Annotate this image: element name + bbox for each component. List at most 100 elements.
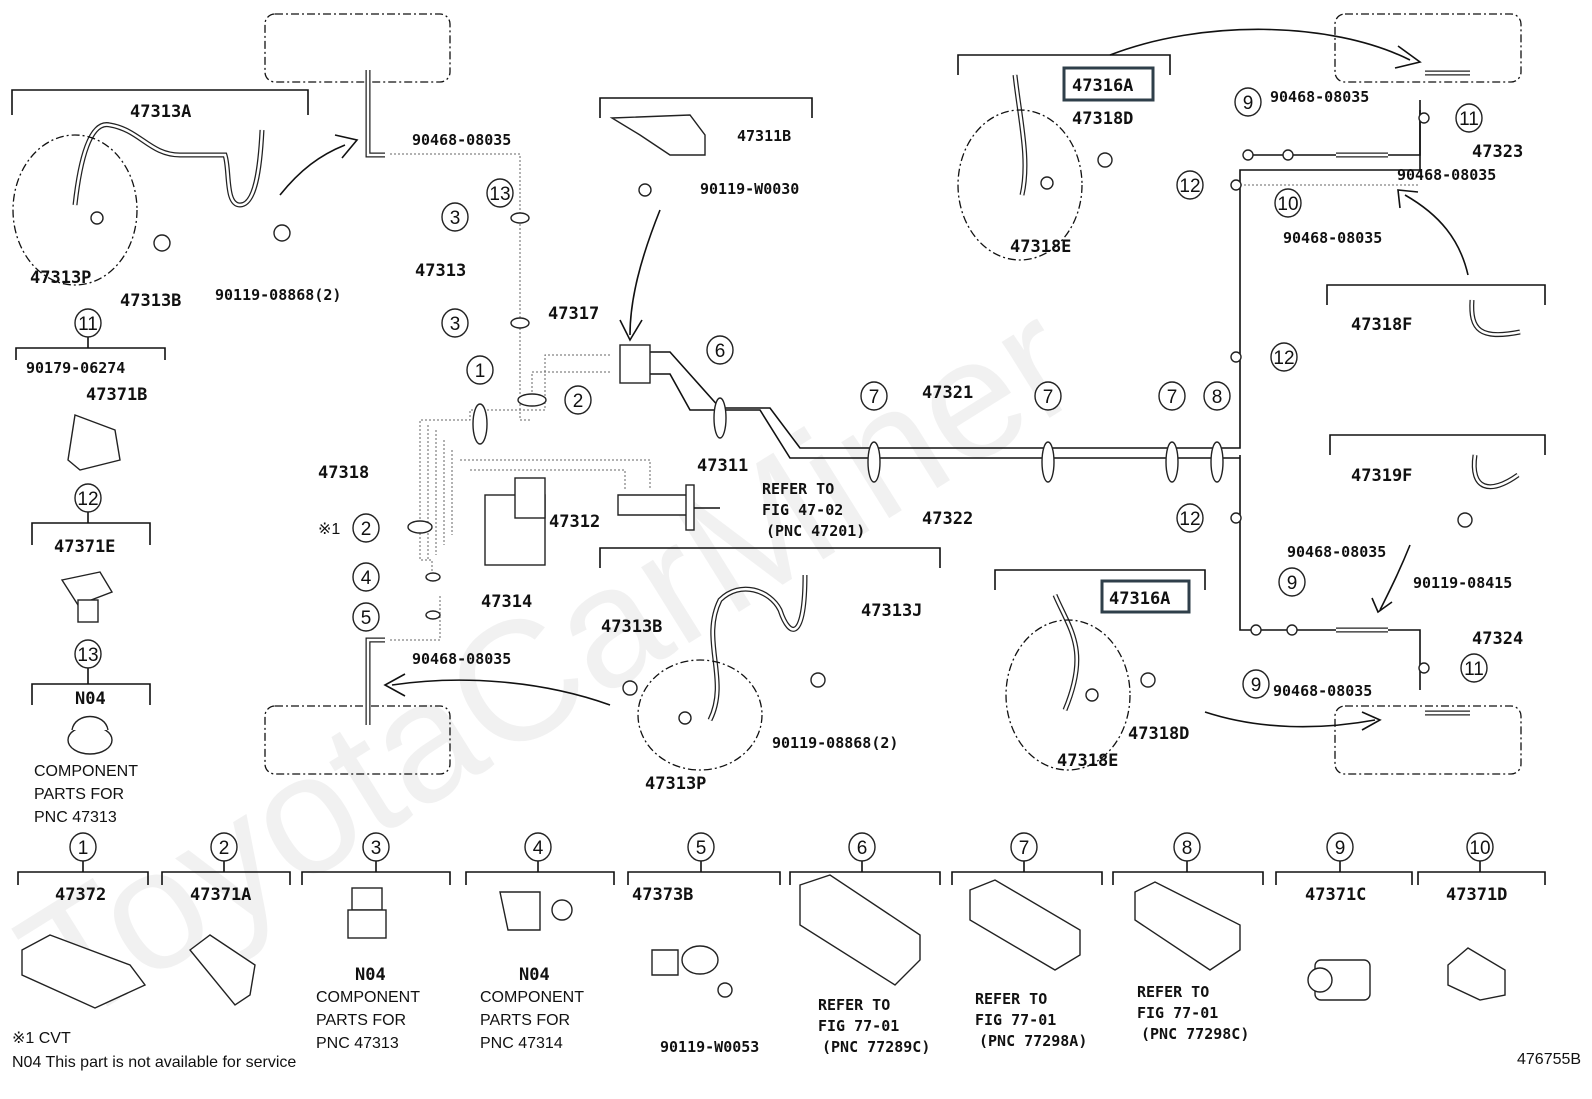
part-drawings <box>12 28 1521 1009</box>
part-label: 90119-08868(2) <box>772 734 898 752</box>
part-label: REFER TO <box>1137 983 1209 1001</box>
part-label: 47313 <box>415 261 466 281</box>
callout-number: 8 <box>1182 838 1193 859</box>
callout-number: 3 <box>450 314 461 335</box>
part-label: (PNC 47201) <box>766 522 865 540</box>
callout-circle <box>1270 342 1298 372</box>
callout-number: 1 <box>475 361 486 382</box>
callout-number: 5 <box>361 608 372 629</box>
part-label: REFER TO <box>762 480 834 498</box>
part-label: 47324 <box>1472 629 1523 649</box>
callout-marker: 11 <box>74 308 102 338</box>
part-label: N04 <box>355 965 386 985</box>
part-label: 47317 <box>548 304 599 324</box>
part-label: 90119-08868(2) <box>215 286 341 304</box>
callout-number: 13 <box>77 645 98 666</box>
callout-circle <box>352 562 380 592</box>
part-label: 47313P <box>30 268 91 288</box>
component-note: PNC 47314 <box>480 1035 563 1052</box>
component-note: COMPONENT <box>34 763 138 780</box>
callout-marker: 7 <box>1010 832 1038 862</box>
cvt-marker: ※1 <box>318 521 340 538</box>
part-label: 47322 <box>922 509 973 529</box>
callout-number: 2 <box>219 838 230 859</box>
callout-circle <box>524 832 552 862</box>
callout-circle <box>352 602 380 632</box>
part-label: FIG 77-01 <box>818 1017 899 1035</box>
part-label: 47318E <box>1010 237 1071 257</box>
callout-marker: 11 <box>1460 653 1488 683</box>
part-label: 47319F <box>1351 466 1412 486</box>
brake-lines <box>365 70 1470 725</box>
callout-marker: 9 <box>1242 669 1270 699</box>
part-label: 47371A <box>190 885 251 905</box>
callout-number: 3 <box>371 838 382 859</box>
callout-circle <box>1274 188 1302 218</box>
callout-circle <box>441 308 469 338</box>
callout-number: 8 <box>1212 387 1223 408</box>
part-label: FIG 77-01 <box>1137 1004 1218 1022</box>
callout-marker: 3 <box>441 308 469 338</box>
callout-marker: 6 <box>848 832 876 862</box>
callout-number: 12 <box>1273 348 1294 369</box>
callout-circle <box>362 832 390 862</box>
callout-marker: 6 <box>706 335 734 365</box>
part-label: 47323 <box>1472 142 1523 162</box>
part-label: 47318D <box>1128 724 1189 744</box>
callout-marker: 12 <box>74 483 102 513</box>
callout-number: 7 <box>869 387 880 408</box>
callout-circle <box>1173 832 1201 862</box>
part-label: 90119-W0030 <box>700 180 799 198</box>
part-label: REFER TO <box>818 996 890 1014</box>
callout-number: 5 <box>696 838 707 859</box>
component-note: PARTS FOR <box>316 1012 406 1029</box>
part-label: 47318E <box>1057 751 1118 771</box>
callout-number: 7 <box>1043 387 1054 408</box>
callout-marker: 13 <box>74 639 102 669</box>
callout-marker: 1 <box>466 355 494 385</box>
callout-marker: 3 <box>441 202 469 232</box>
callout-circle <box>74 308 102 338</box>
callout-number: 11 <box>1459 109 1479 130</box>
part-label: 47312 <box>549 512 600 532</box>
callout-circle <box>848 832 876 862</box>
callout-number: 13 <box>489 184 510 205</box>
part-label: N04 <box>75 689 106 709</box>
callout-number: 12 <box>1179 176 1200 197</box>
part-label: 47313J <box>861 601 922 621</box>
callout-marker: 9 <box>1326 832 1354 862</box>
section-brackets <box>11 54 1546 885</box>
callout-circle <box>74 639 102 669</box>
callout-number: 4 <box>361 568 372 589</box>
callout-circle <box>466 355 494 385</box>
part-label: 90468-08035 <box>1273 682 1372 700</box>
callout-marker: 4 <box>524 832 552 862</box>
callout-circle <box>1326 832 1354 862</box>
callout-circle <box>564 385 592 415</box>
callout-circle <box>1466 832 1494 862</box>
part-label: 47311B <box>737 127 791 145</box>
part-label: (PNC 77289C) <box>822 1038 930 1056</box>
part-label: 90468-08035 <box>412 650 511 668</box>
highlight-box-47316a-bottom <box>1100 579 1191 614</box>
callout-circle <box>1158 381 1186 411</box>
callout-number: 3 <box>450 208 461 229</box>
callout-marker: 2 <box>564 385 592 415</box>
callout-marker: 13 <box>486 178 514 208</box>
callout-number: 4 <box>533 838 544 859</box>
part-label: 47313B <box>120 291 181 311</box>
callout-number: 1 <box>78 838 89 859</box>
part-label: 90119-08415 <box>1413 574 1512 592</box>
part-label: 47313B <box>601 617 662 637</box>
callout-marker: 11 <box>1455 103 1483 133</box>
callout-circle <box>706 335 734 365</box>
callout-number: 12 <box>1179 509 1200 530</box>
highlight-box-47316a-top <box>1062 66 1155 102</box>
part-label: 90468-08035 <box>1270 88 1369 106</box>
part-label: 47372 <box>55 885 106 905</box>
callout-number: 9 <box>1287 573 1298 594</box>
callout-marker: 12 <box>1270 342 1298 372</box>
